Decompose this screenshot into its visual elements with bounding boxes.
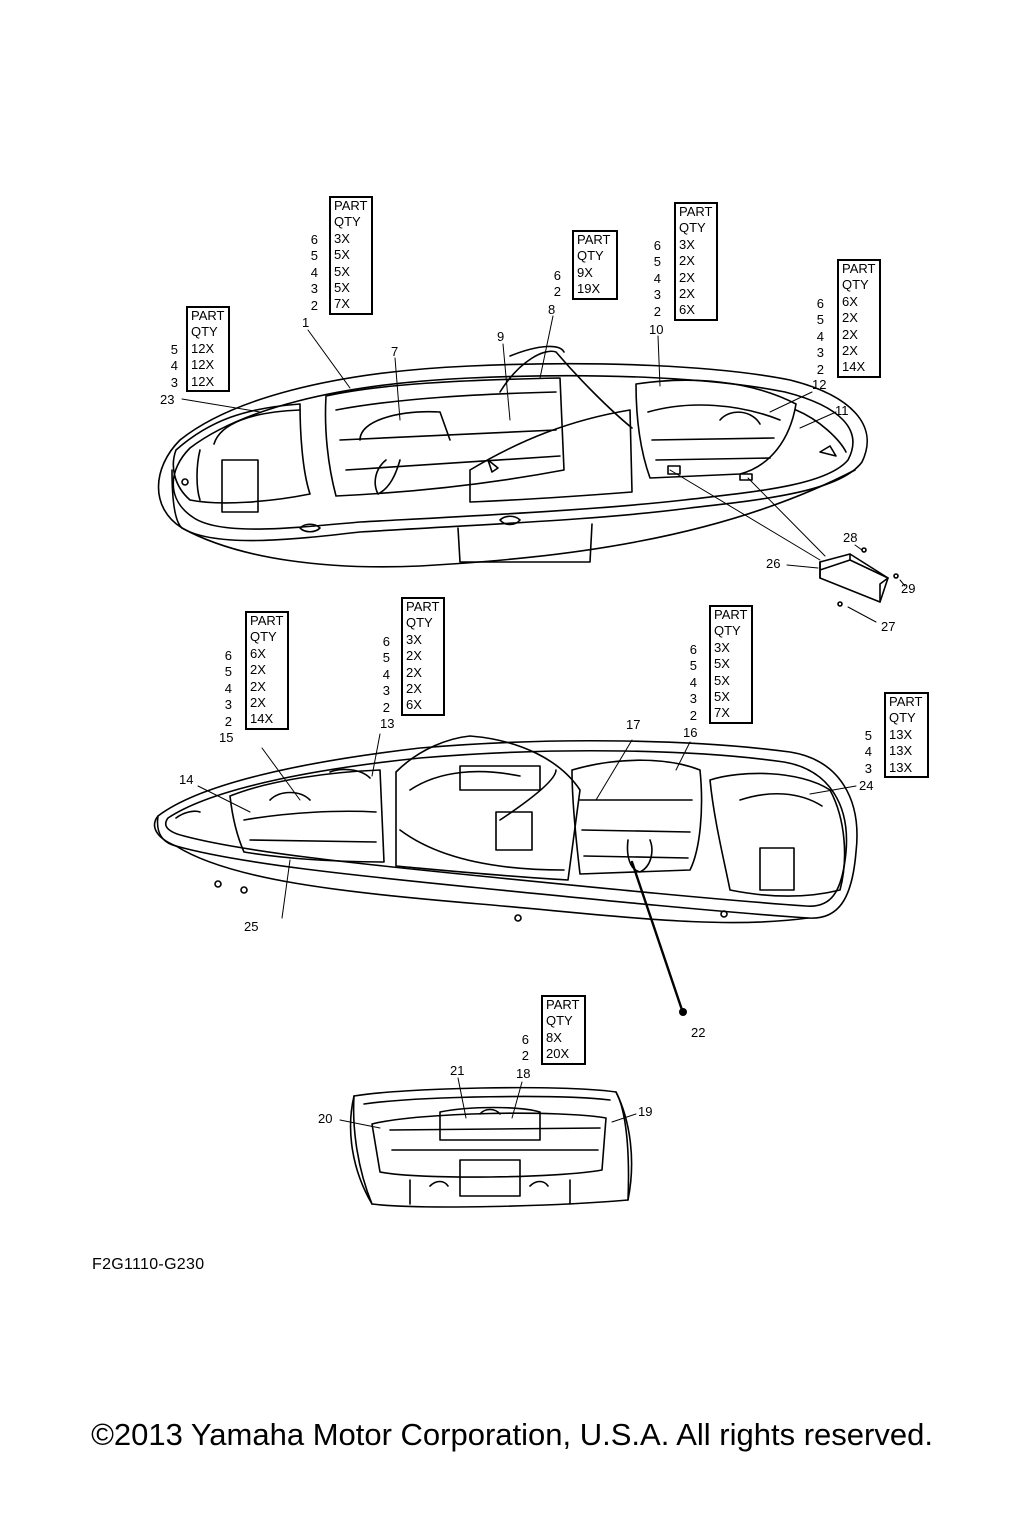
callout-16: 16: [683, 725, 698, 740]
hull-top-view: [157, 345, 868, 568]
callout-14: 14: [179, 772, 194, 787]
callout-20: 20: [318, 1111, 333, 1126]
callout-22: 22: [691, 1025, 706, 1040]
callout-13: 13: [380, 716, 395, 731]
callout-29: 29: [901, 581, 916, 596]
callout-1: 1: [302, 315, 310, 330]
callout-7: 7: [391, 344, 399, 359]
callout-9: 9: [497, 329, 505, 344]
rear-storage-view: [349, 1086, 633, 1208]
callout-19: 19: [638, 1104, 653, 1119]
callout-8: 8: [548, 302, 556, 317]
part-22-line: [630, 860, 684, 1012]
callout-26: 26: [766, 556, 781, 571]
callout-17: 17: [626, 717, 641, 732]
callout-10: 10: [649, 322, 664, 337]
callout-15: 15: [219, 730, 234, 745]
callout-18: 18: [516, 1066, 531, 1081]
callout-23: 23: [160, 392, 175, 407]
callout-27: 27: [881, 619, 896, 634]
callout-21: 21: [450, 1063, 465, 1078]
figure-code: F2G1110-G230: [92, 1256, 205, 1273]
callout-11: 11: [835, 403, 849, 418]
callout-12: 12: [812, 377, 827, 392]
callout-25: 25: [244, 919, 259, 934]
callout-28: 28: [843, 530, 858, 545]
callout-24: 24: [859, 778, 874, 793]
part-26-box: [786, 544, 906, 623]
copyright-notice: ©2013 Yamaha Motor Corporation, U.S.A. A…: [91, 1417, 933, 1452]
hull-middle-view: [153, 735, 858, 924]
